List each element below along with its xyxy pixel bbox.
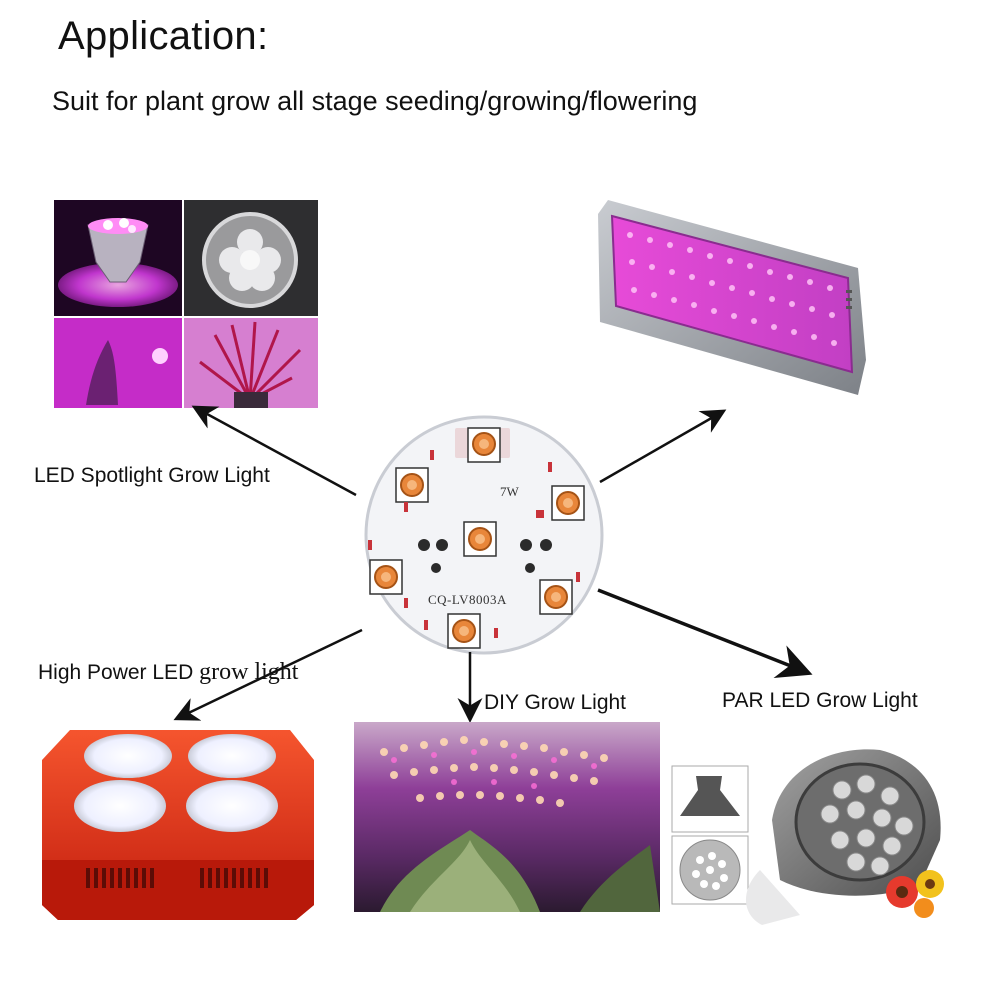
page-title: Application: xyxy=(58,14,269,58)
bulb-icon xyxy=(87,224,149,283)
flower-icon xyxy=(886,870,944,918)
label-high-power: High Power LED grow light xyxy=(38,660,298,684)
diy-grow-light-photo xyxy=(354,722,660,912)
arrow-icon xyxy=(173,628,363,721)
led-chip-icon xyxy=(455,427,510,463)
page-subtitle: Suit for plant grow all stage seeding/gr… xyxy=(52,86,698,116)
label-high-power-part-a: High Power LED xyxy=(38,661,200,684)
led-panel-image xyxy=(598,200,866,395)
label-par: PAR LED Grow Light xyxy=(722,689,918,712)
arrow-icon xyxy=(599,409,727,484)
spotlight-collage xyxy=(54,200,318,408)
label-high-power-part-b: grow light xyxy=(199,659,299,685)
arrows xyxy=(173,405,813,723)
arrow-icon xyxy=(597,588,813,679)
board-model: CQ-LV8003A xyxy=(428,592,507,607)
board-wattage: 7W xyxy=(500,484,520,499)
plant-icon xyxy=(86,340,118,405)
label-diy: DIY Grow Light xyxy=(484,691,627,714)
par-led-light-image xyxy=(671,749,944,925)
arrow-icon xyxy=(191,405,357,497)
center-led-board: 7W CQ-LV8003A xyxy=(364,415,604,655)
high-power-light-image xyxy=(42,730,314,920)
label-led-spotlight: LED Spotlight Grow Light xyxy=(34,464,270,487)
